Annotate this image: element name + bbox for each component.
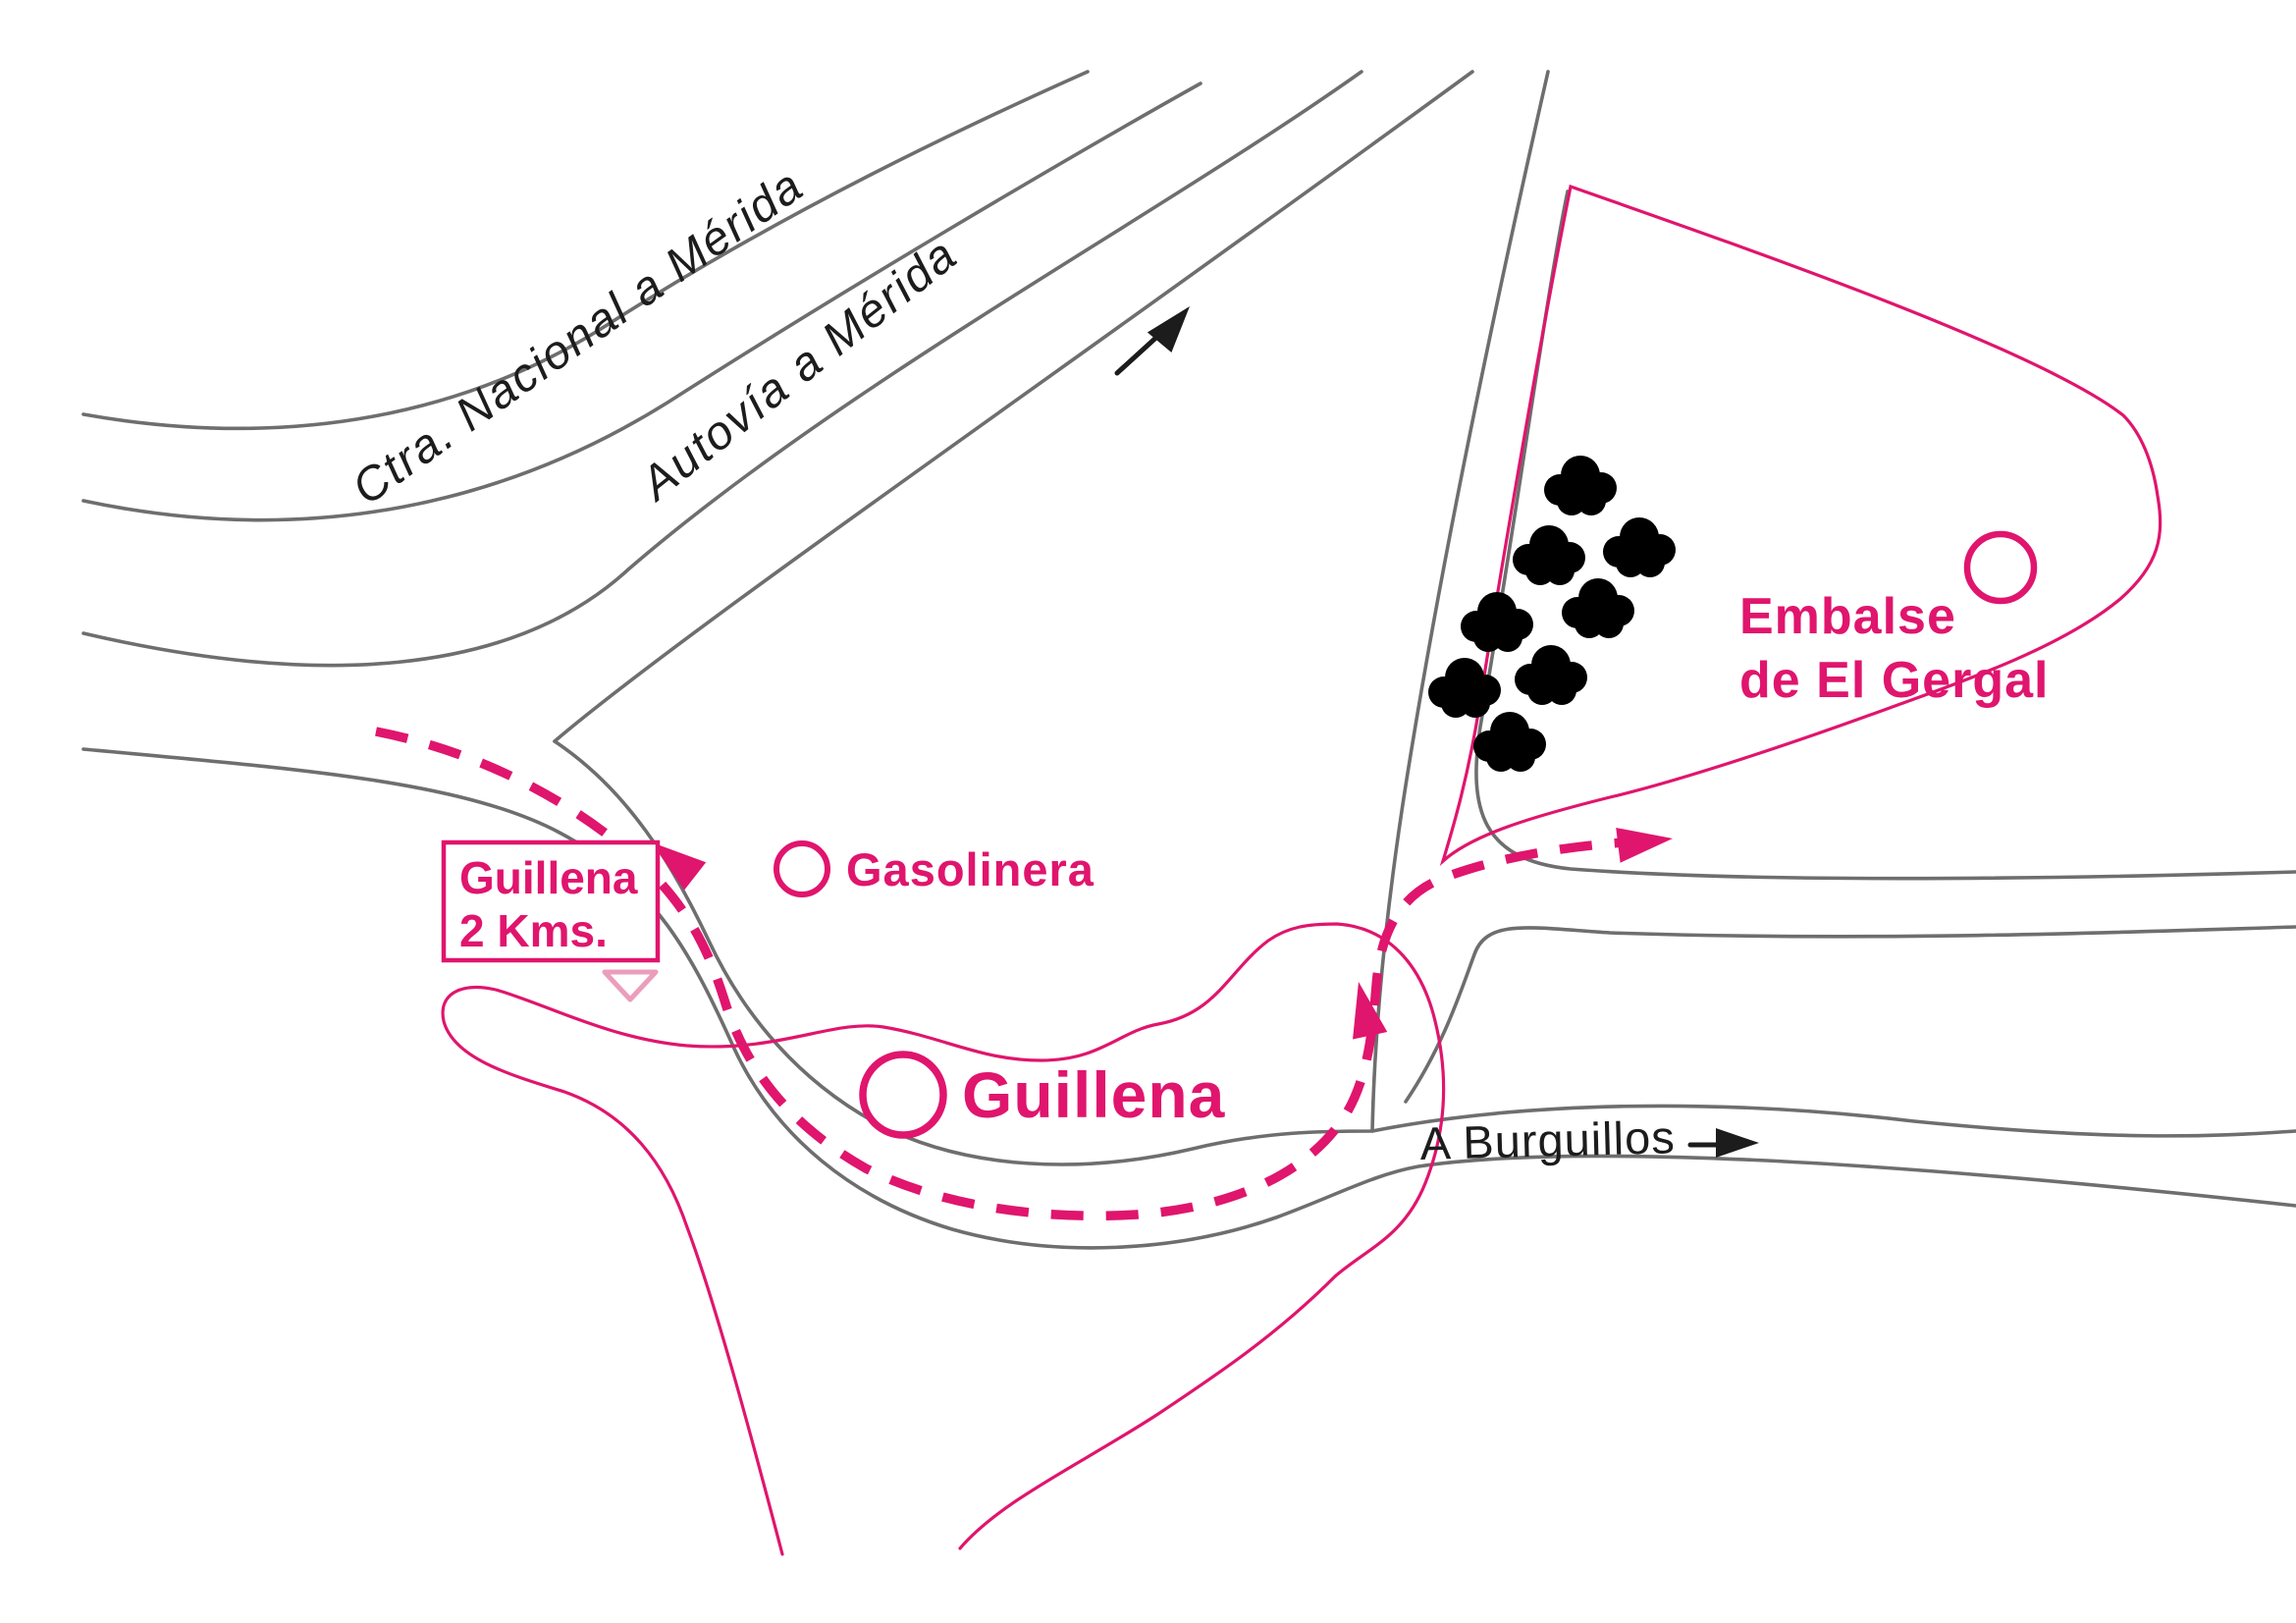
reservoir-label-line1: Embalse: [1739, 588, 1956, 645]
east-road-lower-line: [1404, 925, 2296, 1104]
local-road-inner-line: [553, 739, 2296, 1166]
ctra-nacional-upper-line: [81, 70, 1090, 431]
north-south-left-line: [1370, 70, 1550, 1133]
local-road-outer-line: [81, 747, 2296, 1250]
tree-icon: [1562, 578, 1634, 638]
burguillos-arrow-head-icon: [1716, 1128, 1759, 1158]
autovia-arrow-shaft: [1114, 331, 1163, 376]
distance-sign: Guillena 2 Kms.: [441, 839, 661, 1002]
route-arrow-north-icon: [1353, 982, 1388, 1040]
road-guillena-bend-and-burguillos: [81, 739, 2296, 1250]
gas-station-circle-icon: [774, 840, 830, 897]
tree-icon: [1544, 456, 1617, 515]
reservoir-woodland: [1428, 456, 1676, 772]
burguillos-label: A Burguillos: [1419, 1110, 1677, 1169]
road-ctra-nacional: [81, 70, 1202, 522]
autovia-direction-arrow: [1114, 306, 1190, 376]
distance-sign-distance: 2 Kms.: [459, 905, 608, 956]
guillena-boundary-line: [441, 922, 1446, 1556]
ctra-nacional-lower-line: [81, 81, 1202, 522]
reservoir-label-line2: de El Gergal: [1739, 652, 2049, 709]
guillena-town-boundary: [441, 922, 1446, 1556]
town-label: Guillena: [962, 1058, 1226, 1131]
north-south-right-line-and-east-upper: [1474, 189, 2296, 881]
town-circle-icon: [859, 1051, 947, 1139]
autovia-upper-line: [81, 70, 1363, 668]
ctra-nacional-label: Ctra. Nacional a Mérida: [344, 159, 814, 515]
tree-icon: [1603, 517, 1676, 577]
gas-station-label: Gasolinera: [846, 843, 1095, 895]
road-autovia: [81, 70, 1474, 743]
route-arrow-east-icon: [1616, 827, 1673, 863]
distance-sign-box: [441, 839, 661, 963]
tree-icon: [1473, 712, 1546, 772]
reservoir-circle-icon: [1963, 530, 2038, 605]
tree-icon: [1515, 645, 1587, 705]
road-north-south: [1370, 70, 2296, 1133]
tree-icon: [1513, 525, 1585, 585]
distance-sign-town: Guillena: [459, 852, 638, 903]
tree-icon: [1461, 592, 1533, 652]
autovia-lower-line: [553, 70, 1474, 743]
burguillos-direction-arrow: [1687, 1128, 1759, 1158]
autovia-arrow-head-icon: [1147, 306, 1190, 353]
sign-pointer-icon: [602, 969, 659, 1002]
embalse-boundary-line: [1439, 184, 2163, 866]
route-arrow-to-guillena-icon: [652, 842, 707, 891]
embalse-area-boundary: [1439, 184, 2163, 866]
